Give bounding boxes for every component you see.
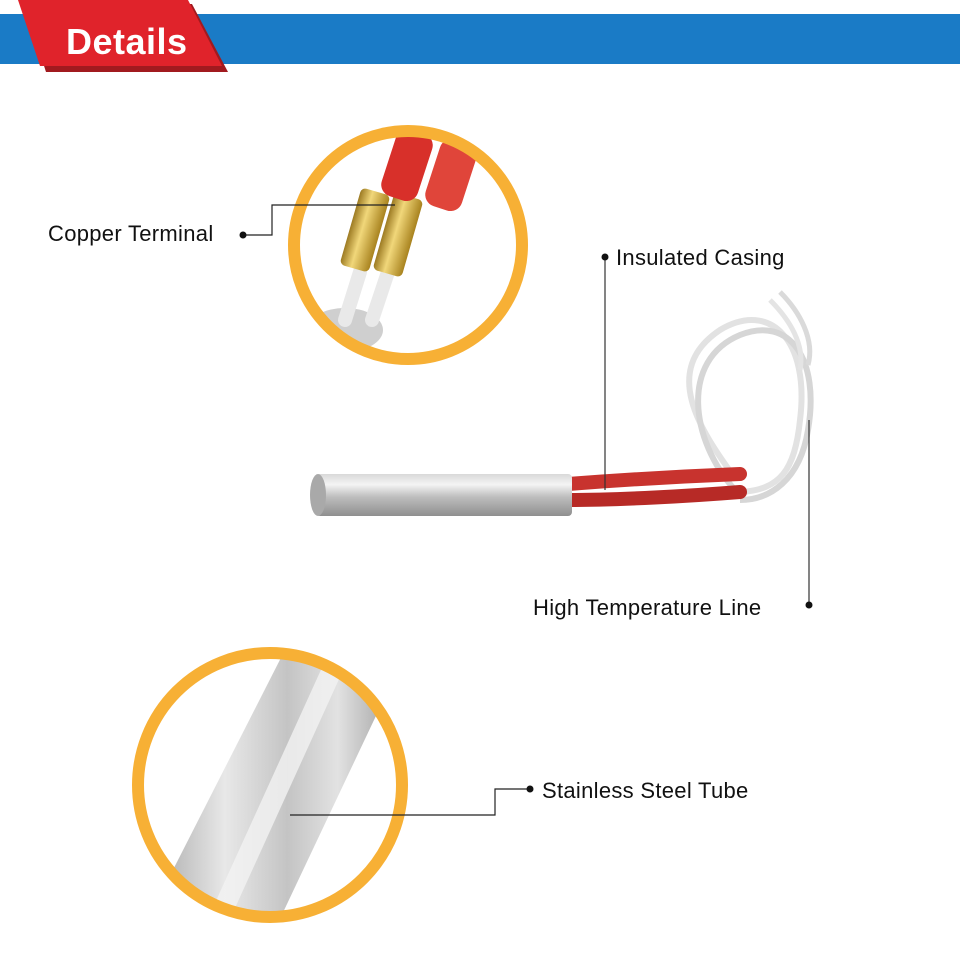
header-tab: Details [0, 0, 250, 76]
high-temperature-line-label: High Temperature Line [533, 595, 762, 620]
copper-terminal-detail [288, 125, 528, 365]
cartridge-heater [310, 290, 814, 516]
page-title: Details [66, 21, 188, 62]
stainless-steel-tube-detail [132, 647, 408, 923]
copper-terminal-label: Copper Terminal [48, 221, 214, 246]
insulated-casing-label: Insulated Casing [616, 245, 785, 270]
stainless-steel-tube-label: Stainless Steel Tube [542, 778, 749, 803]
